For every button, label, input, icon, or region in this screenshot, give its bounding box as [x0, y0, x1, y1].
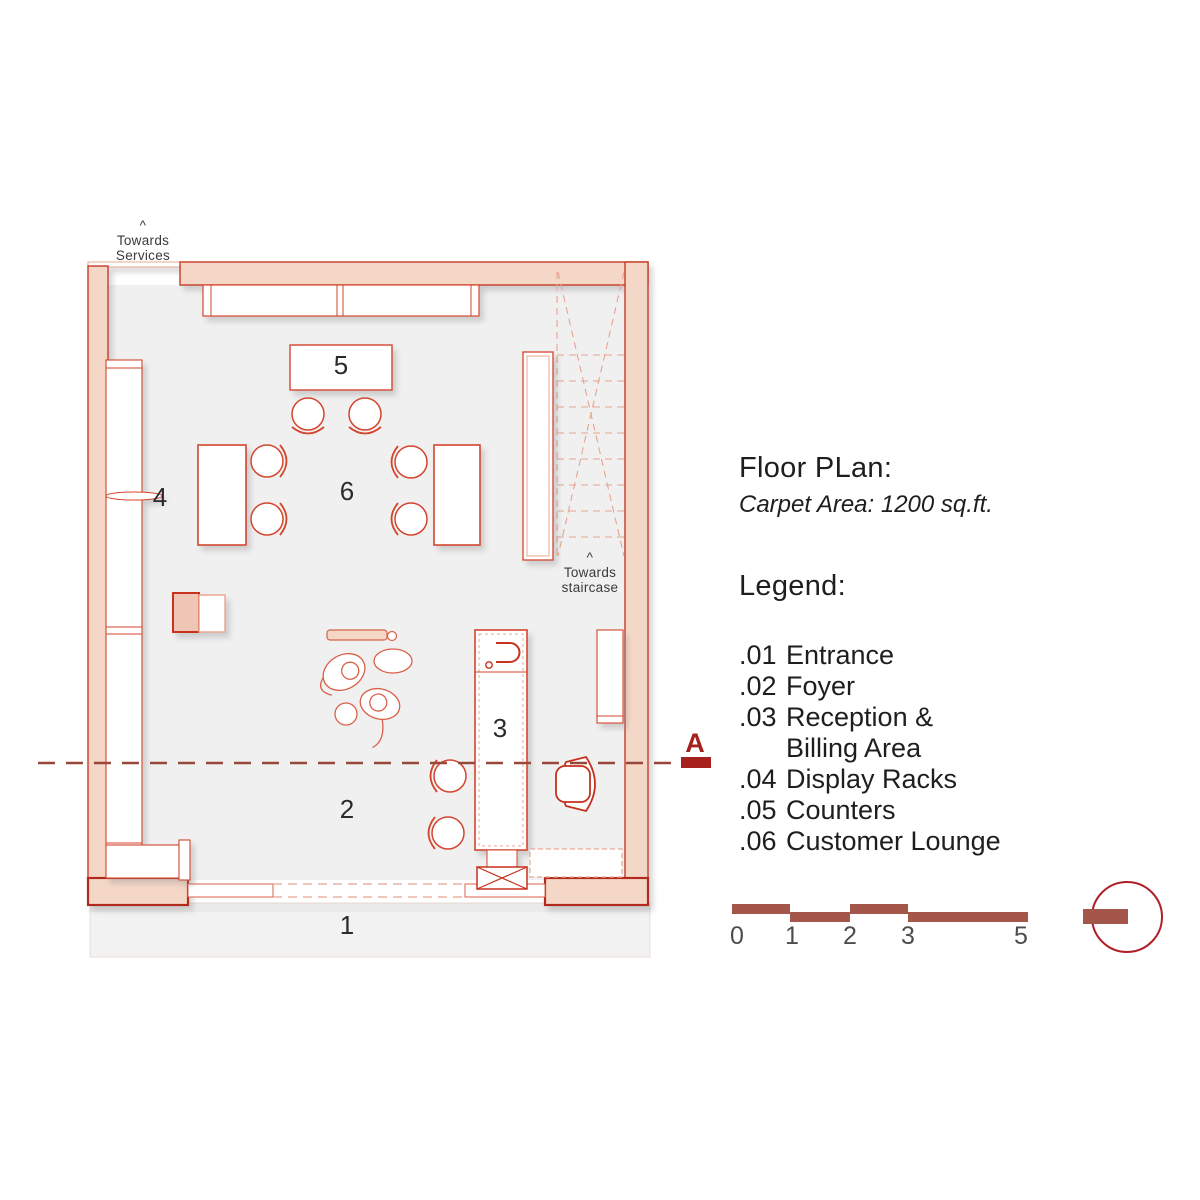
scale-tick-2: 2 [843, 922, 857, 950]
svg-text:^: ^ [140, 218, 147, 233]
annotation-services: ^ Towards Services [116, 218, 170, 263]
table-left [197, 444, 247, 546]
person-figure [319, 652, 366, 696]
room-label-reception: 3 [493, 713, 507, 743]
room-label-foyer: 2 [340, 794, 354, 824]
display-rack-right [522, 351, 554, 561]
svg-text:Towards: Towards [117, 233, 169, 248]
reception-desk [474, 629, 528, 868]
svg-text:Towards: Towards [564, 565, 616, 580]
display-rack-left [105, 359, 191, 881]
entry-grille [476, 866, 528, 890]
scale-tick-1: 1 [785, 922, 799, 950]
room-label-lounge: 6 [340, 476, 354, 506]
room-label-entrance: 1 [340, 910, 354, 940]
column [172, 592, 226, 633]
title-block: Floor PLan: Carpet Area: 1200 sq.ft. [739, 452, 993, 519]
room-label-display-racks: 4 [153, 482, 167, 512]
entry-opening [187, 883, 546, 898]
svg-text:Services: Services [116, 248, 170, 263]
room-label-counters: 5 [334, 350, 348, 380]
table-right [433, 444, 481, 546]
legend-item-reception-line2: Billing Area [786, 733, 922, 763]
scale-bar: 0 1 2 3 5 [730, 904, 1028, 950]
svg-text:A: A [685, 728, 705, 758]
rug-oval [373, 648, 413, 674]
person-figure-2 [359, 687, 401, 749]
scale-tick-3: 3 [901, 922, 915, 950]
section-marker-a: A [681, 728, 711, 768]
legend-heading: Legend: [739, 570, 846, 602]
svg-text:^: ^ [587, 550, 594, 565]
wall-shelf-right [596, 629, 624, 724]
desk-mat [529, 848, 623, 878]
entrance-platform [89, 902, 651, 958]
svg-text:staircase: staircase [562, 580, 619, 595]
scale-tick-5: 5 [1014, 922, 1028, 950]
scale-tick-0: 0 [730, 922, 744, 950]
staircase [556, 271, 625, 558]
counter-5 [289, 344, 393, 391]
office-chair [555, 755, 596, 813]
page-title: Floor PLan: [739, 452, 893, 484]
annotation-staircase: ^ Towards staircase [562, 550, 619, 595]
carpet-area-subtitle: Carpet Area: 1200 sq.ft. [739, 491, 993, 518]
north-symbol [1083, 881, 1163, 953]
top-counter [202, 284, 480, 317]
bench [326, 629, 398, 642]
foyer-stool [334, 702, 358, 726]
walls [86, 261, 650, 907]
